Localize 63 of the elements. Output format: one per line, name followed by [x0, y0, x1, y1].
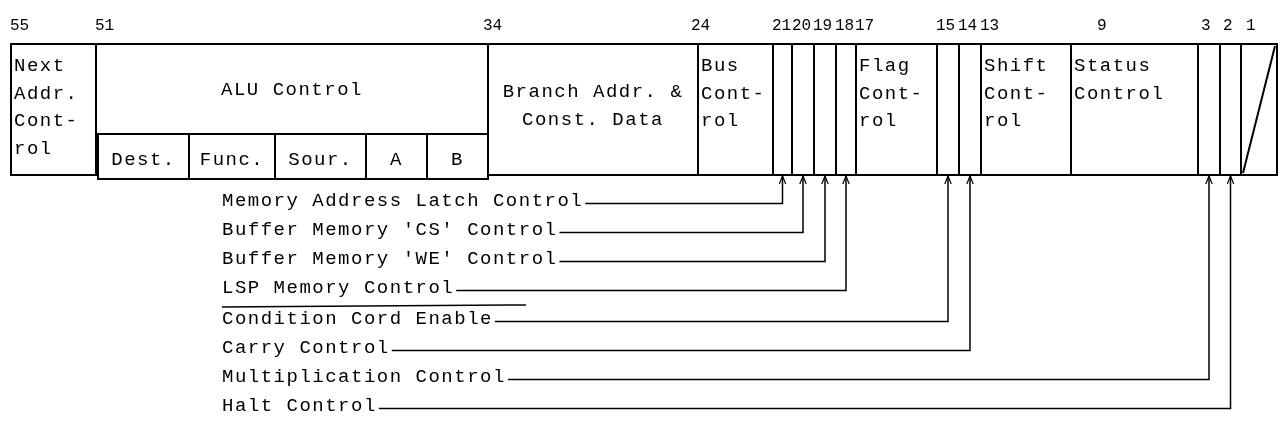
field-label: Shift Cont- rol — [984, 54, 1050, 135]
field-label: Next Addr. Cont- rol — [14, 54, 80, 162]
signal-label: Memory Address Latch Control — [222, 192, 584, 211]
bit-box — [936, 43, 960, 176]
bit-box — [958, 43, 982, 176]
signal-label: Multiplication Control — [222, 368, 506, 387]
bit-number: 14 — [958, 18, 978, 34]
leader-arrow — [494, 175, 952, 323]
leader-arrow — [558, 175, 807, 234]
bit-number: 34 — [483, 18, 503, 34]
leader-arrow — [558, 175, 829, 263]
bit-number: 19 — [813, 18, 833, 34]
bit-box — [835, 43, 857, 176]
bit-number: 18 — [835, 18, 855, 34]
bit-number: 17 — [855, 18, 875, 34]
leader-arrow — [507, 175, 1213, 381]
field-label: Dest. — [110, 148, 177, 173]
bit-number: 20 — [792, 18, 812, 34]
leader-arrow — [378, 175, 1235, 410]
field-label: Branch Addr. & Const. Data — [501, 80, 685, 133]
leader-arrow — [584, 175, 787, 205]
bit-number: 21 — [772, 18, 792, 34]
field-label: A — [389, 148, 404, 173]
bit-box — [1219, 43, 1242, 176]
field-label: Sour. — [287, 148, 354, 173]
field-label: Flag Cont- rol — [859, 54, 925, 135]
bit-number: 9 — [1097, 18, 1107, 34]
field-label: ALU Control — [220, 78, 364, 103]
signal-label: Halt Control — [222, 397, 377, 416]
bit-box — [772, 43, 793, 176]
signal-label: Buffer Memory 'WE' Control — [222, 250, 558, 269]
bit-number: 1 — [1246, 18, 1256, 34]
field-box — [10, 43, 97, 176]
subfield-box — [188, 133, 276, 180]
field-box — [697, 43, 774, 176]
signal-label: Buffer Memory 'CS' Control — [222, 221, 558, 240]
field-label: B — [450, 148, 465, 173]
leader-arrow — [455, 175, 850, 292]
bit-number: 3 — [1201, 18, 1211, 34]
field-label: Bus Cont- rol — [701, 54, 767, 135]
bit-number: 13 — [980, 18, 1000, 34]
bit-box — [1197, 43, 1221, 176]
leader-arrow — [391, 175, 974, 352]
field-label: Func. — [198, 148, 266, 173]
field-box — [980, 43, 1072, 176]
bit-number: 15 — [936, 18, 956, 34]
bit-number: 55 — [10, 18, 30, 34]
bit-box — [791, 43, 815, 176]
subfield-box — [426, 133, 489, 180]
bit-box — [813, 43, 837, 176]
field-box — [1070, 43, 1199, 176]
subfield-box — [365, 133, 428, 180]
bit-number: 2 — [1223, 18, 1233, 34]
subfield-box — [274, 133, 367, 180]
subfield-box — [97, 133, 190, 180]
signal-label: Condition Cord Enable — [222, 310, 493, 329]
bit-number: 24 — [691, 18, 711, 34]
field-box — [487, 43, 699, 176]
field-box — [855, 43, 938, 176]
signal-label: LSP Memory Control — [222, 279, 455, 298]
bit-number: 51 — [95, 18, 115, 34]
signal-label: Carry Control — [222, 339, 390, 358]
field-label: Status Control — [1074, 54, 1166, 107]
